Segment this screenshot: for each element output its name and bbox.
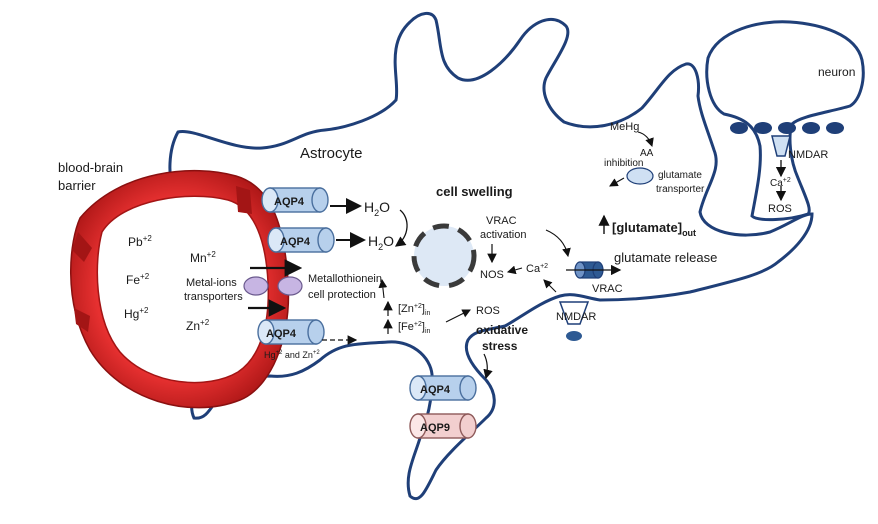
metal-transporters-label-1: Metal-ions (186, 277, 237, 289)
cell-swelling-label: cell swelling (436, 184, 513, 199)
fe-to-ros-arrow (445, 309, 471, 323)
ca-to-nos-arrow (506, 265, 523, 275)
metal-transporters-label-2: transporters (184, 291, 243, 303)
inhibition-arrow (609, 177, 625, 187)
glutamate-transporter-shape (626, 167, 654, 185)
ion-zn: Zn+2 (186, 318, 210, 333)
neuron-nmdar-label: NMDAR (788, 149, 828, 161)
nucleus-swelling (411, 223, 477, 289)
neuron-outline (705, 20, 865, 222)
astrocyte-nmdar-base (566, 331, 582, 341)
aqp4-channel-mid: AQP4 (267, 227, 335, 253)
glutamate-out-label: [glutamate]out (612, 220, 696, 238)
glutamate-transporter-label-1: glutamate (658, 170, 702, 181)
svg-text:AQP4: AQP4 (274, 196, 305, 208)
astrocyte-nmdar-receptor (558, 301, 590, 325)
svg-text:AQP4: AQP4 (266, 328, 297, 340)
metal-transporter-left (243, 276, 269, 296)
neuron-ca-label: Ca+2 (770, 177, 791, 189)
aqp9-channel-process: AQP9 (409, 413, 477, 439)
vrac-activation-label-1: VRAC (486, 215, 517, 227)
aqp4-channel-top: AQP4 (261, 187, 329, 213)
nos-label: NOS (480, 269, 504, 281)
mehg-arrow (637, 131, 654, 148)
glutamate-release-label: glutamate release (614, 250, 717, 265)
stress-down-arrow (483, 353, 493, 380)
vrac-label: VRAC (592, 283, 623, 295)
cell-protection-label: cell protection (308, 289, 376, 301)
svg-text:AQP4: AQP4 (420, 384, 451, 396)
vrac-activation-to-release-arrow (545, 229, 571, 258)
ion-fe: Fe+2 (126, 272, 150, 287)
aqp4-channel-process: AQP4 (409, 375, 477, 401)
bbb-label-line1: blood-brain (58, 160, 123, 175)
zn-to-metallothionein-arrow (378, 278, 388, 299)
h2o-label-top: H2O (364, 199, 390, 218)
ion-hg: Hg+2 (124, 306, 149, 321)
metal-transporter-right (277, 276, 303, 296)
ion-pb: Pb+2 (128, 234, 152, 249)
neuron-nmdar-receptor (771, 135, 791, 157)
synaptic-vesicles (730, 122, 844, 134)
glutamate-transporter-label-2: transporter (656, 184, 705, 195)
bbb-label-line2: barrier (58, 178, 96, 193)
metallothionein-label: Metallothionein (308, 273, 382, 285)
stress-label: stress (482, 339, 518, 353)
vrac-activation-label-2: activation (480, 229, 526, 241)
inhibition-label: inhibition (604, 158, 643, 169)
svg-text:AQP4: AQP4 (280, 236, 311, 248)
oxidative-label: oxidative (476, 323, 528, 337)
h2o-label-mid: H2O (368, 233, 394, 252)
zn-in-label: [Zn+2]in (398, 303, 431, 317)
fe-in-label: [Fe+2]in (398, 321, 431, 335)
blood-vessel (70, 169, 290, 409)
nmdar-to-ca-arrow (543, 279, 557, 293)
hg-zn-label: Hg+2 and Zn+2 (264, 350, 320, 360)
neuron-ros-label: ROS (768, 203, 792, 215)
svg-text:AQP9: AQP9 (420, 422, 450, 434)
astrocyte-nmdar-label: NMDAR (556, 311, 596, 323)
ros-center-label: ROS (476, 305, 500, 317)
ca-center-label: Ca+2 (526, 263, 548, 275)
mehg-label: MeHg (610, 121, 639, 133)
aa-label: AA (640, 148, 654, 159)
water-to-swelling-arrow (394, 209, 408, 247)
neuron-label: neuron (818, 65, 855, 79)
aqp4-channel-bottom: AQP4 (257, 319, 325, 345)
ion-mn: Mn+2 (190, 250, 216, 265)
astrocyte-label: Astrocyte (300, 145, 363, 162)
